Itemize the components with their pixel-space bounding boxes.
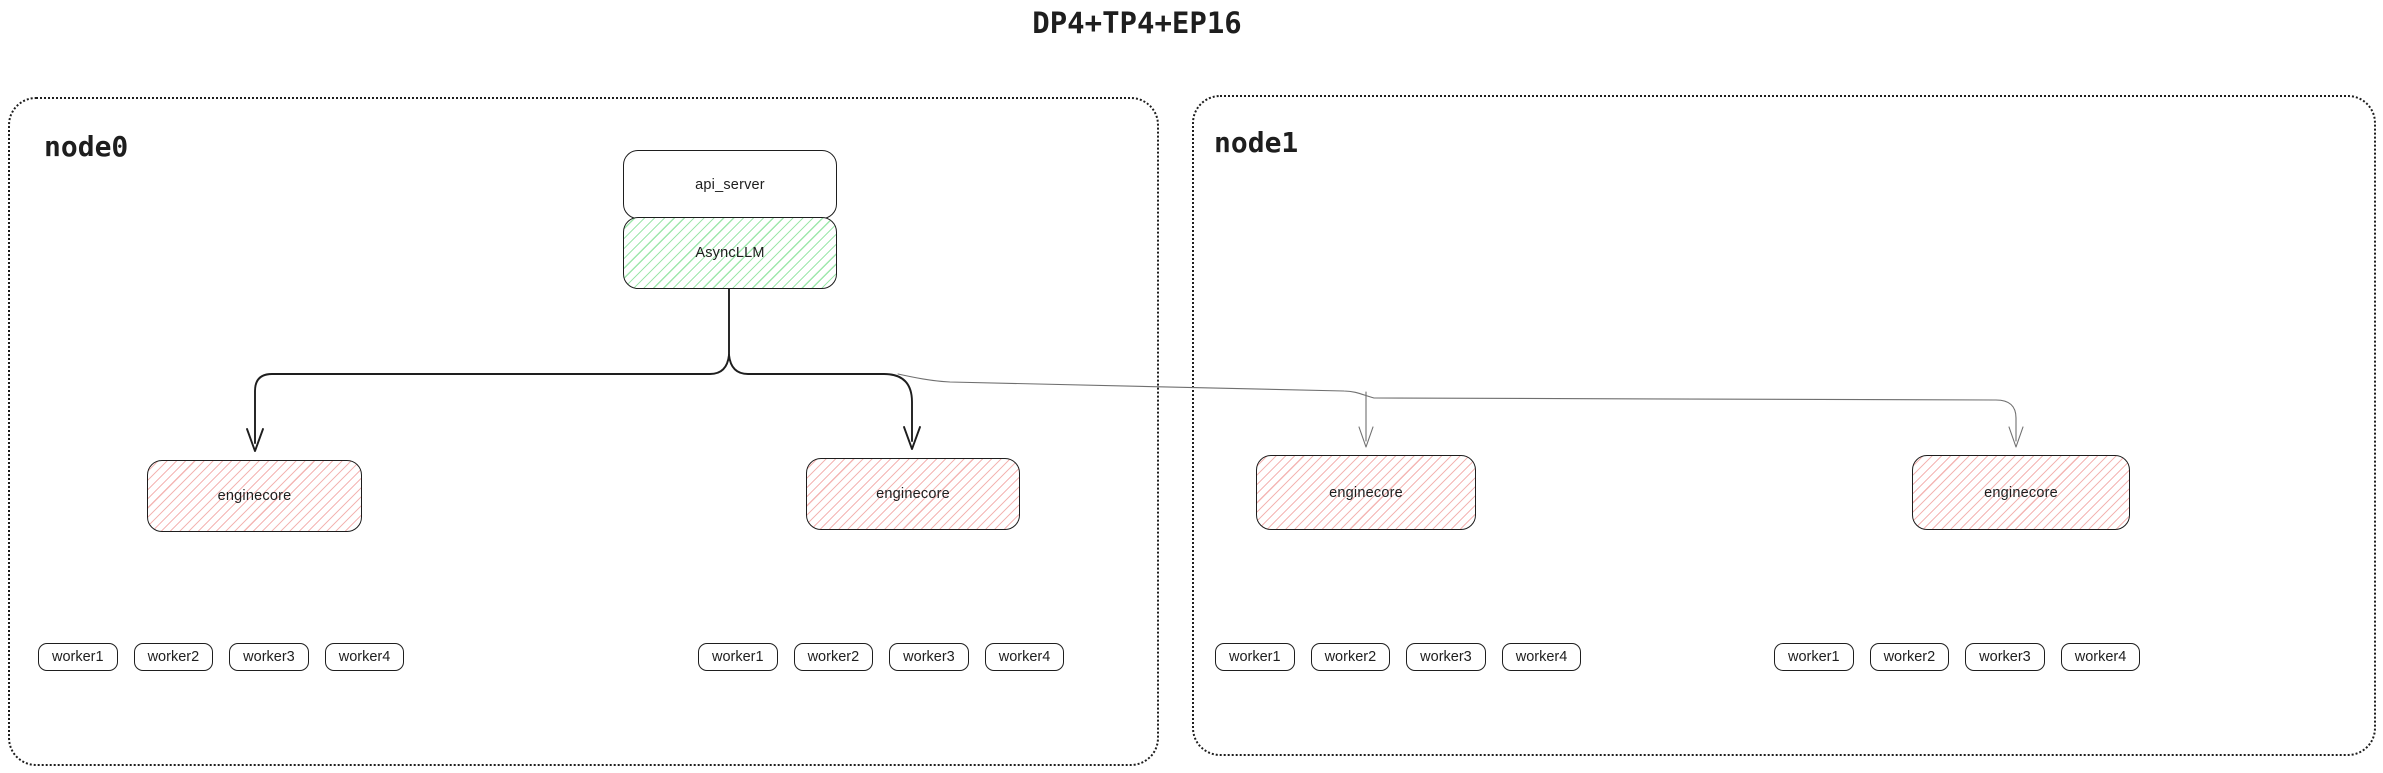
worker-label: worker1 xyxy=(1229,649,1281,665)
worker-chip: worker3 xyxy=(889,643,969,671)
worker-chip: worker2 xyxy=(1869,643,1950,671)
api-server-box: api_server xyxy=(623,150,837,219)
node1-worker-group-1: worker1 worker2 worker3 worker4 xyxy=(1215,643,1582,671)
worker-label: worker2 xyxy=(807,649,860,665)
worker-chip: worker1 xyxy=(1774,643,1854,671)
worker-chip: worker2 xyxy=(133,643,214,671)
worker-label: worker2 xyxy=(1883,649,1936,665)
node0-worker-group-2: worker1 worker2 worker3 worker4 xyxy=(698,643,1065,671)
worker-label: worker4 xyxy=(2074,649,2127,665)
worker-label: worker4 xyxy=(1515,649,1568,665)
worker-label: worker1 xyxy=(52,649,104,665)
node1-worker-group-2: worker1 worker2 worker3 worker4 xyxy=(1774,643,2141,671)
api-server-label: api_server xyxy=(695,176,765,193)
node0-enginecore1-box: enginecore xyxy=(147,460,362,532)
worker-label: worker1 xyxy=(1788,649,1840,665)
worker-chip: worker4 xyxy=(984,643,1065,671)
worker-chip: worker4 xyxy=(2060,643,2141,671)
asyncllm-label: AsyncLLM xyxy=(695,245,765,261)
worker-label: worker3 xyxy=(1979,649,2031,665)
worker-label: worker1 xyxy=(712,649,764,665)
worker-label: worker3 xyxy=(1420,649,1472,665)
asyncllm-box: AsyncLLM xyxy=(623,217,837,289)
worker-label: worker3 xyxy=(243,649,295,665)
worker-chip: worker4 xyxy=(1501,643,1582,671)
enginecore-label: enginecore xyxy=(1329,484,1403,501)
worker-chip: worker3 xyxy=(1406,643,1486,671)
node1-enginecore2-box: enginecore xyxy=(1912,455,2130,530)
node1-label: node1 xyxy=(1214,126,1299,159)
diagram-title: DP4+TP4+EP16 xyxy=(1032,6,1242,40)
worker-label: worker2 xyxy=(1324,649,1377,665)
worker-label: worker4 xyxy=(338,649,391,665)
worker-label: worker4 xyxy=(998,649,1051,665)
node0-label: node0 xyxy=(44,130,129,163)
worker-chip: worker2 xyxy=(793,643,874,671)
enginecore-label: enginecore xyxy=(876,486,950,502)
worker-chip: worker4 xyxy=(324,643,405,671)
worker-chip: worker1 xyxy=(38,643,118,671)
worker-chip: worker3 xyxy=(1965,643,2045,671)
worker-chip: worker3 xyxy=(229,643,309,671)
worker-chip: worker2 xyxy=(1310,643,1391,671)
worker-label: worker3 xyxy=(903,649,955,665)
node0-enginecore2-box: enginecore xyxy=(806,458,1020,530)
worker-chip: worker1 xyxy=(1215,643,1295,671)
enginecore-label: enginecore xyxy=(1984,484,2058,501)
node0-worker-group-1: worker1 worker2 worker3 worker4 xyxy=(38,643,405,671)
node1-enginecore1-box: enginecore xyxy=(1256,455,1476,530)
worker-chip: worker1 xyxy=(698,643,778,671)
enginecore-label: enginecore xyxy=(217,488,292,504)
worker-label: worker2 xyxy=(147,649,200,665)
